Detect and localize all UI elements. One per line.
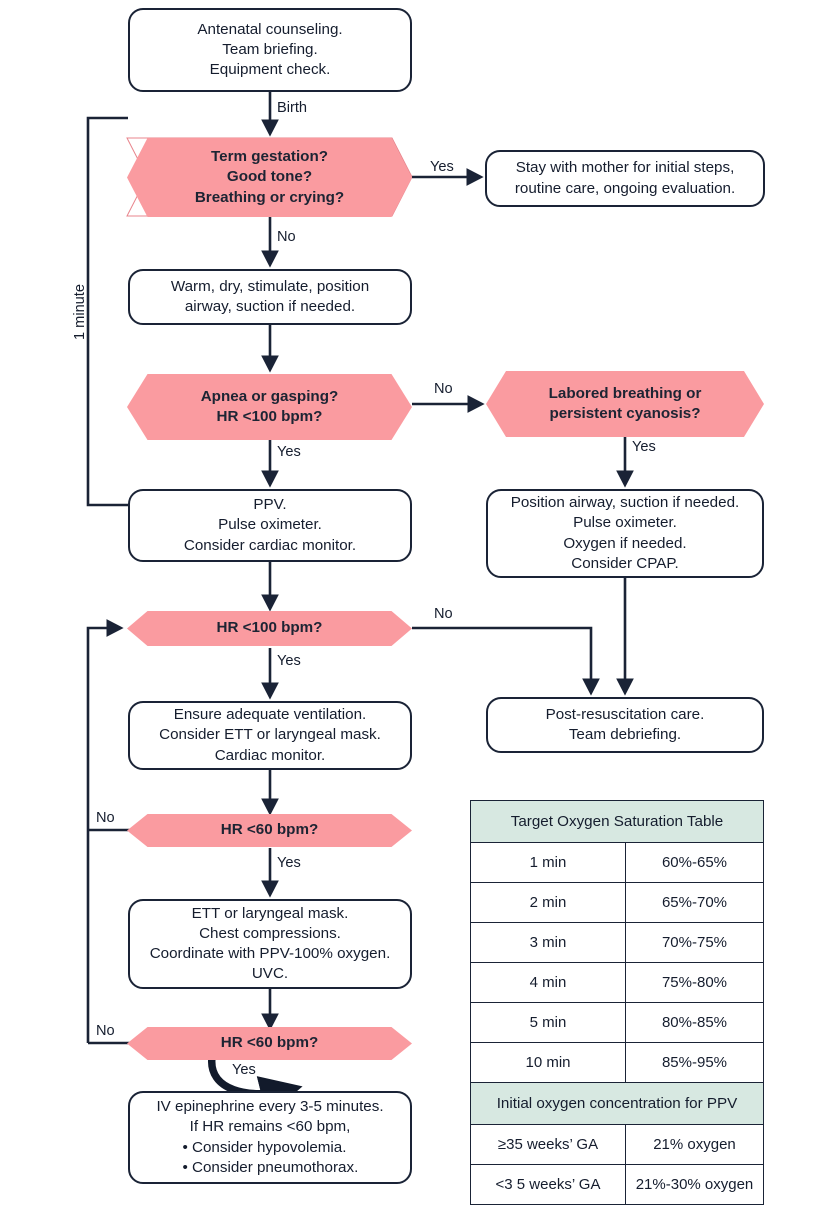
table-cell-oxygen: 21%-30% oxygen <box>625 1164 764 1205</box>
node-ett-chest-compressions: ETT or laryngeal mask. Chest compression… <box>128 899 412 989</box>
edge-label-hr60a-yes: Yes <box>277 855 301 871</box>
node-line: Breathing or crying? <box>194 188 345 206</box>
edge-label-hr100-yes: Yes <box>277 653 301 669</box>
table-row: 4 min 75%-80% <box>470 962 764 1003</box>
node-line: HR <60 bpm? <box>220 1034 319 1052</box>
node-warm-dry-stimulate: Warm, dry, stimulate, position airway, s… <box>128 269 412 325</box>
node-line: If HR remains <60 bpm, <box>189 1118 351 1136</box>
table-cell-range: 65%-70% <box>625 882 764 923</box>
edge-label-birth: Birth <box>277 100 308 116</box>
node-line: Equipment check. <box>209 61 331 79</box>
table-cell-range: 85%-95% <box>625 1042 764 1083</box>
edge-label-hr60a-no: No <box>96 810 115 826</box>
node-post-resuscitation-care: Post-resuscitation care. Team debriefing… <box>486 697 764 753</box>
table-header-cell: Target Oxygen Saturation Table <box>470 800 764 843</box>
table-cell-time: 4 min <box>470 962 626 1003</box>
node-line: persistent cyanosis? <box>549 405 701 422</box>
edge-label-apnea-no: No <box>434 381 453 397</box>
node-stay-with-mother: Stay with mother for initial steps, rout… <box>485 150 765 207</box>
edge-label-hr60b-yes: Yes <box>232 1062 256 1078</box>
edge-label-labored-yes: Yes <box>632 439 656 455</box>
node-line: Team briefing. <box>222 40 318 58</box>
node-line: Team debriefing. <box>568 726 682 743</box>
table-cell-time: 1 min <box>470 842 626 883</box>
table-cell-ga: <3 5 weeks’ GA <box>470 1164 626 1205</box>
node-line: UVC. <box>251 965 289 983</box>
node-hr-under-60-decision-first: HR <60 bpm? <box>127 814 412 847</box>
table-cell-range: 60%-65% <box>625 842 764 883</box>
table-row: ≥35 weeks’ GA 21% oxygen <box>470 1124 764 1165</box>
bracket-label-one-minute: 1 minute <box>72 284 88 340</box>
edge-label-hr60b-no: No <box>96 1023 115 1039</box>
node-term-gestation-decision: Term gestation? Good tone? Breathing or … <box>127 138 412 217</box>
node-line: Ensure adequate ventilation. <box>173 706 367 724</box>
table-row: 3 min 70%-75% <box>470 922 764 963</box>
table-cell-time: 10 min <box>470 1042 626 1083</box>
table-row: 2 min 65%-70% <box>470 882 764 923</box>
node-line: routine care, ongoing evaluation. <box>514 179 736 197</box>
node-line: Coordinate with PPV-100% oxygen. <box>149 945 391 962</box>
table-cell-time: 3 min <box>470 922 626 963</box>
table-row: 5 min 80%-85% <box>470 1002 764 1043</box>
node-line: HR <100 bpm? <box>216 408 323 425</box>
node-line: Term gestation? <box>210 148 328 166</box>
node-line: Apnea or gasping? <box>200 387 339 405</box>
edge-label-term-no: No <box>277 229 296 245</box>
node-hr-under-60-decision-second: HR <60 bpm? <box>127 1027 412 1060</box>
table-row: <3 5 weeks’ GA 21%-30% oxygen <box>470 1164 764 1205</box>
node-bullet: • Consider pneumothorax. <box>182 1158 359 1176</box>
node-ppv: PPV. Pulse oximeter. Consider cardiac mo… <box>128 489 412 562</box>
node-line: IV epinephrine every 3-5 minutes. <box>156 1098 384 1116</box>
edge-label-term-yes: Yes <box>430 159 454 175</box>
node-line: Position airway, suction if needed. <box>510 494 740 512</box>
table-cell-range: 75%-80% <box>625 962 764 1003</box>
node-apnea-gasping-decision: Apnea or gasping? HR <100 bpm? <box>127 374 412 440</box>
node-line: ETT or laryngeal mask. <box>191 904 349 922</box>
node-line: Pulse oximeter. <box>218 516 322 534</box>
edge-label-hr100-no: No <box>434 606 453 622</box>
node-line: Consider CPAP. <box>571 554 679 572</box>
node-line: Oxygen if needed. <box>563 534 687 552</box>
table-subheader-cell: Initial oxygen concentration for PPV <box>470 1082 764 1125</box>
node-iv-epinephrine: IV epinephrine every 3-5 minutes. If HR … <box>128 1091 412 1184</box>
table-header-row: Target Oxygen Saturation Table <box>470 800 764 843</box>
table-cell-time: 5 min <box>470 1002 626 1043</box>
node-line: HR <100 bpm? <box>216 619 323 637</box>
target-oxygen-saturation-table: Target Oxygen Saturation Table 1 min 60%… <box>470 800 764 1205</box>
table-cell-time: 2 min <box>470 882 626 923</box>
node-line: Labored breathing or <box>548 384 702 402</box>
node-line: HR <60 bpm? <box>220 821 319 839</box>
node-line: Post-resuscitation care. <box>545 705 705 723</box>
node-line: airway, suction if needed. <box>184 298 356 315</box>
table-subheader-row: Initial oxygen concentration for PPV <box>470 1082 764 1125</box>
node-line: Consider cardiac monitor. <box>183 536 357 554</box>
node-labored-breathing-decision: Labored breathing or persistent cyanosis… <box>486 371 764 437</box>
node-line: Good tone? <box>226 168 313 186</box>
table-row: 1 min 60%-65% <box>470 842 764 883</box>
table-cell-range: 70%-75% <box>625 922 764 963</box>
node-line: Pulse oximeter. <box>573 514 677 532</box>
node-line: PPV. <box>253 496 287 514</box>
table-row: 10 min 85%-95% <box>470 1042 764 1083</box>
node-line: Warm, dry, stimulate, position <box>170 277 370 295</box>
node-hr-under-100-decision: HR <100 bpm? <box>127 611 412 646</box>
node-line: Consider ETT or laryngeal mask. <box>159 726 381 744</box>
table-cell-ga: ≥35 weeks’ GA <box>470 1124 626 1165</box>
node-line: Antenatal counseling. <box>197 20 343 38</box>
edge-label-apnea-yes: Yes <box>277 444 301 460</box>
node-ensure-ventilation: Ensure adequate ventilation. Consider ET… <box>128 701 412 770</box>
table-cell-range: 80%-85% <box>625 1002 764 1043</box>
node-line: Chest compressions. <box>199 924 341 942</box>
node-antenatal-counseling: Antenatal counseling. Team briefing. Equ… <box>128 8 412 92</box>
table-cell-oxygen: 21% oxygen <box>625 1124 764 1165</box>
node-line: Cardiac monitor. <box>214 746 326 764</box>
node-line: Stay with mother for initial steps, <box>515 159 735 177</box>
node-position-airway-cpap: Position airway, suction if needed. Puls… <box>486 489 764 578</box>
node-bullet: • Consider hypovolemia. <box>182 1138 347 1156</box>
